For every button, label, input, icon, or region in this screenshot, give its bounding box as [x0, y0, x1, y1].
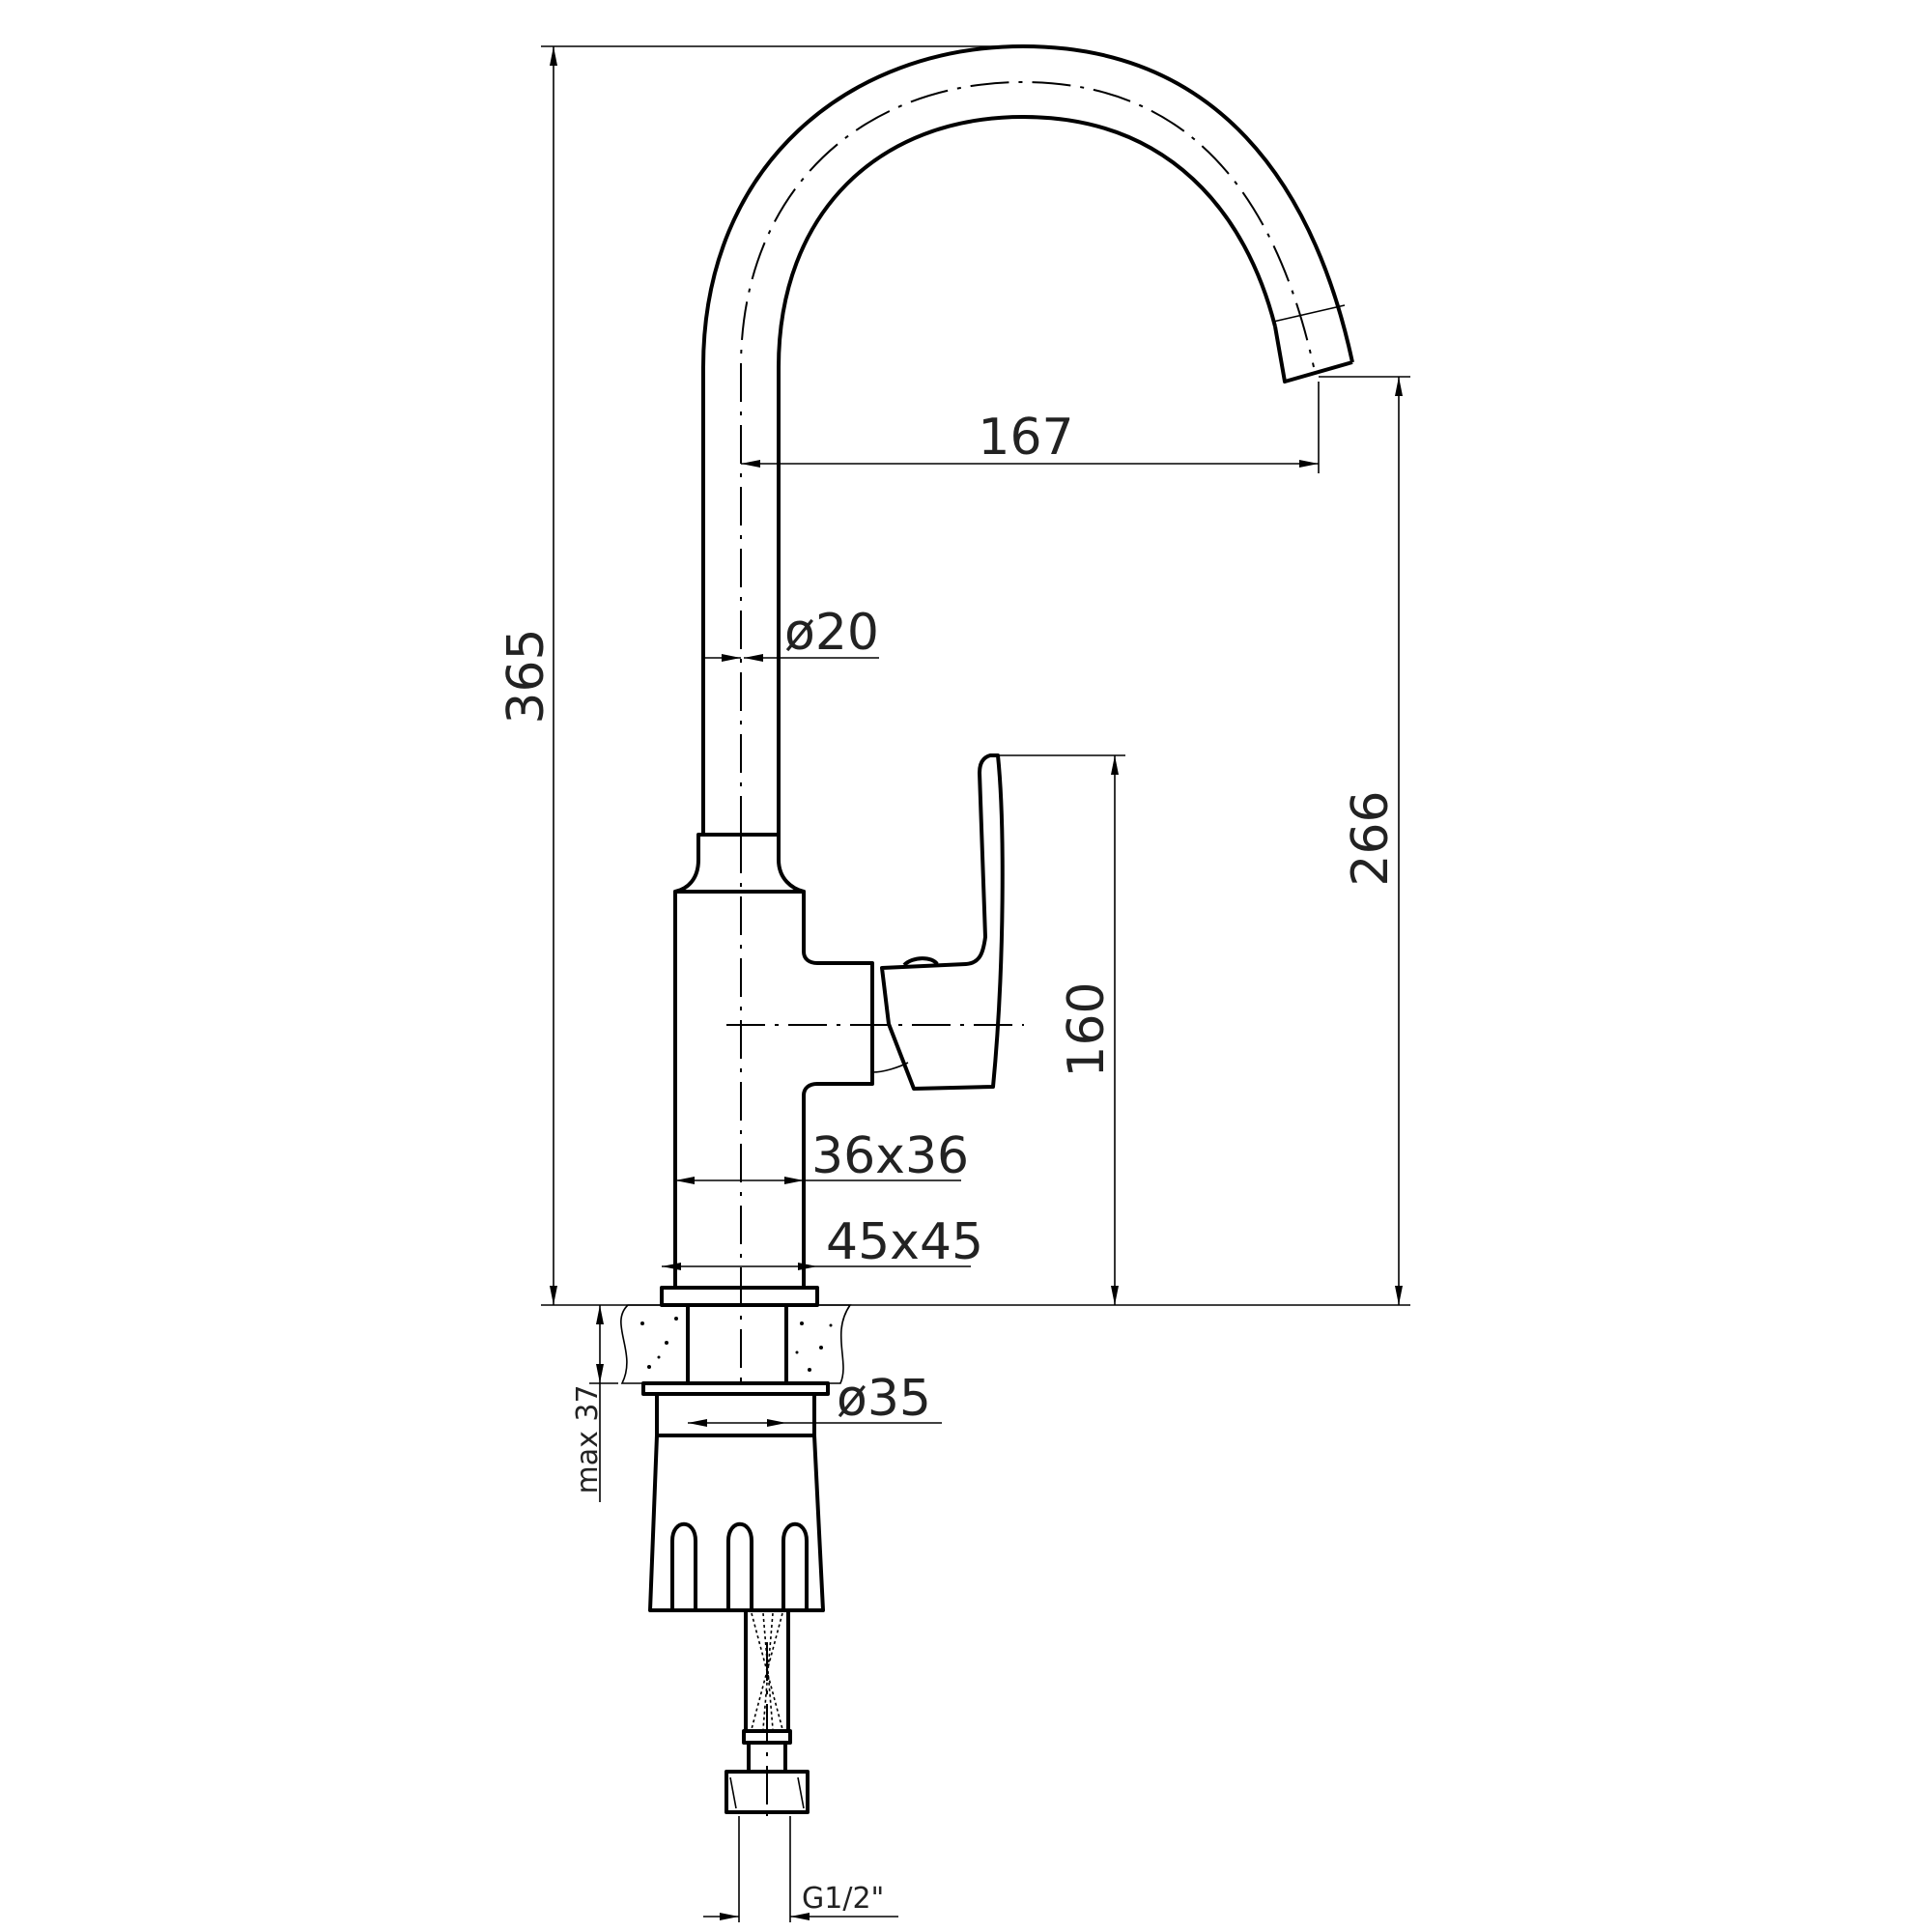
dim-connection-thread: G1/2" [802, 1882, 884, 1916]
dim-handle-height: 160 [1058, 981, 1116, 1077]
faucet-body [660, 833, 874, 1307]
countertop-section [620, 1304, 852, 1384]
dim-spout-height: 266 [1342, 790, 1400, 886]
mounting-nut [641, 1381, 830, 1612]
dim-spout-reach: 167 [978, 409, 1073, 467]
dim-spout-diameter: ø20 [784, 604, 879, 662]
dimension-lines [541, 45, 1410, 1922]
lever-handle [871, 753, 1005, 1091]
dim-shank-diameter: ø35 [837, 1370, 931, 1428]
dim-max-countertop: max 37 [571, 1384, 605, 1493]
dim-base-section: 45x45 [826, 1213, 983, 1271]
dim-body-section: 36x36 [811, 1127, 969, 1185]
dim-total-height: 365 [497, 628, 555, 724]
flexible-hose [724, 1608, 810, 1814]
